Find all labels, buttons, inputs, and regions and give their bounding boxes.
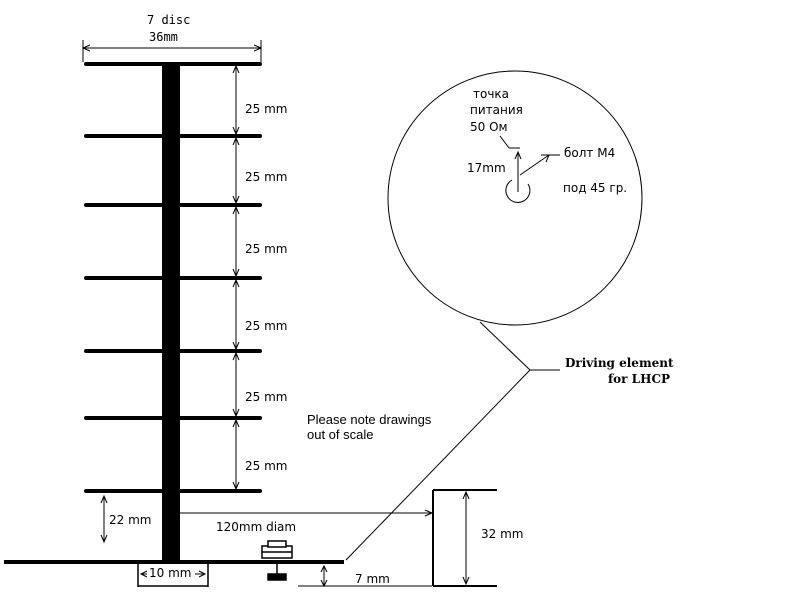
feed-point-leader [499, 135, 520, 149]
reflector-offset-dimension [298, 564, 432, 588]
driving-element-detail-circle [387, 70, 643, 326]
spacing-label-1: 25 mm [245, 102, 287, 116]
reflector-diameter-dimension [180, 509, 434, 517]
scale-note-line-2: out of scale [307, 427, 374, 442]
disc-diameter-label: 36mm [149, 30, 178, 44]
callout-line-2: for LHCP [608, 372, 670, 386]
spacing-label-6: 25 mm [245, 459, 287, 473]
directors [84, 62, 262, 493]
connector-icon [261, 540, 293, 581]
bottom-gap-label: 22 mm [109, 513, 151, 527]
scale-note-line-1: Please note drawings [307, 412, 432, 427]
reflector-offset-label: 7 mm [355, 572, 390, 586]
bolt-arrow [519, 154, 560, 176]
spacing-label-2: 25 mm [245, 170, 287, 184]
bolt-label: болт M4 [564, 146, 615, 160]
center-arc-icon [505, 179, 531, 203]
feed-offset-label: 17mm [467, 161, 506, 175]
feed-point-label-line-1: точка [473, 87, 509, 101]
reflector-height-label: 32 mm [481, 527, 523, 541]
bolt-angle-label: под 45 гр. [563, 181, 627, 195]
spacing-dimensions [232, 64, 240, 491]
callout-line-1: Driving element [565, 356, 674, 370]
ground-plane [4, 560, 344, 564]
feed-point-label-line-2: питания [470, 103, 523, 117]
feed-offset-arrow [514, 150, 522, 192]
reflector-wall [432, 489, 497, 587]
boom [162, 64, 180, 562]
boom-gap-label: 10 mm [149, 566, 191, 580]
bottom-gap-dimension [100, 494, 108, 544]
spacing-label-4: 25 mm [245, 319, 287, 333]
feed-point-label-line-3: 50 Ом [470, 120, 508, 134]
boom-gap-label-bg [147, 565, 195, 579]
callout-leader [345, 321, 560, 561]
reflector-height-dimension [462, 490, 470, 586]
disc-count-label: 7 disc [147, 13, 190, 27]
disc-width-dimension [81, 40, 263, 62]
boom-mount-block [137, 564, 209, 587]
reflector-diameter-label: 120mm diam [216, 520, 296, 534]
spacing-label-3: 25 mm [245, 242, 287, 256]
spacing-label-5: 25 mm [245, 390, 287, 404]
